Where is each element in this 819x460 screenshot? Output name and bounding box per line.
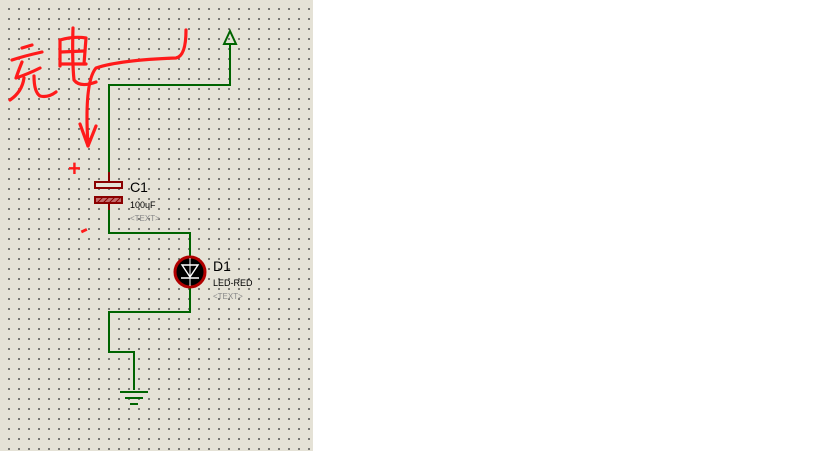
d1-text-placeholder: <TEXT> xyxy=(213,292,243,301)
capacitor-c1[interactable] xyxy=(94,172,123,210)
plus-sign-annotation: + xyxy=(68,156,81,181)
minus-sign-annotation: - xyxy=(74,216,93,244)
ground-icon[interactable] xyxy=(120,391,148,405)
handwritten-arrow-icon xyxy=(85,28,188,148)
c1-reference: C1 xyxy=(130,179,148,195)
d1-reference: D1 xyxy=(213,258,231,274)
c1-text-placeholder: <TEXT> xyxy=(130,214,160,223)
empty-workspace xyxy=(313,0,819,460)
wire-power-to-c1[interactable] xyxy=(108,44,231,178)
handwritten-charge-label xyxy=(8,26,98,102)
wire-d1-to-ground[interactable] xyxy=(108,288,191,390)
d1-value: LED-RED xyxy=(213,278,253,288)
schematic-canvas[interactable] xyxy=(0,0,313,451)
c1-value: 100uF xyxy=(130,200,156,210)
led-d1[interactable] xyxy=(173,255,207,289)
wire-c1-to-d1[interactable] xyxy=(108,206,191,256)
power-terminal-icon[interactable] xyxy=(222,28,238,45)
arrow-head-icon xyxy=(78,122,98,148)
